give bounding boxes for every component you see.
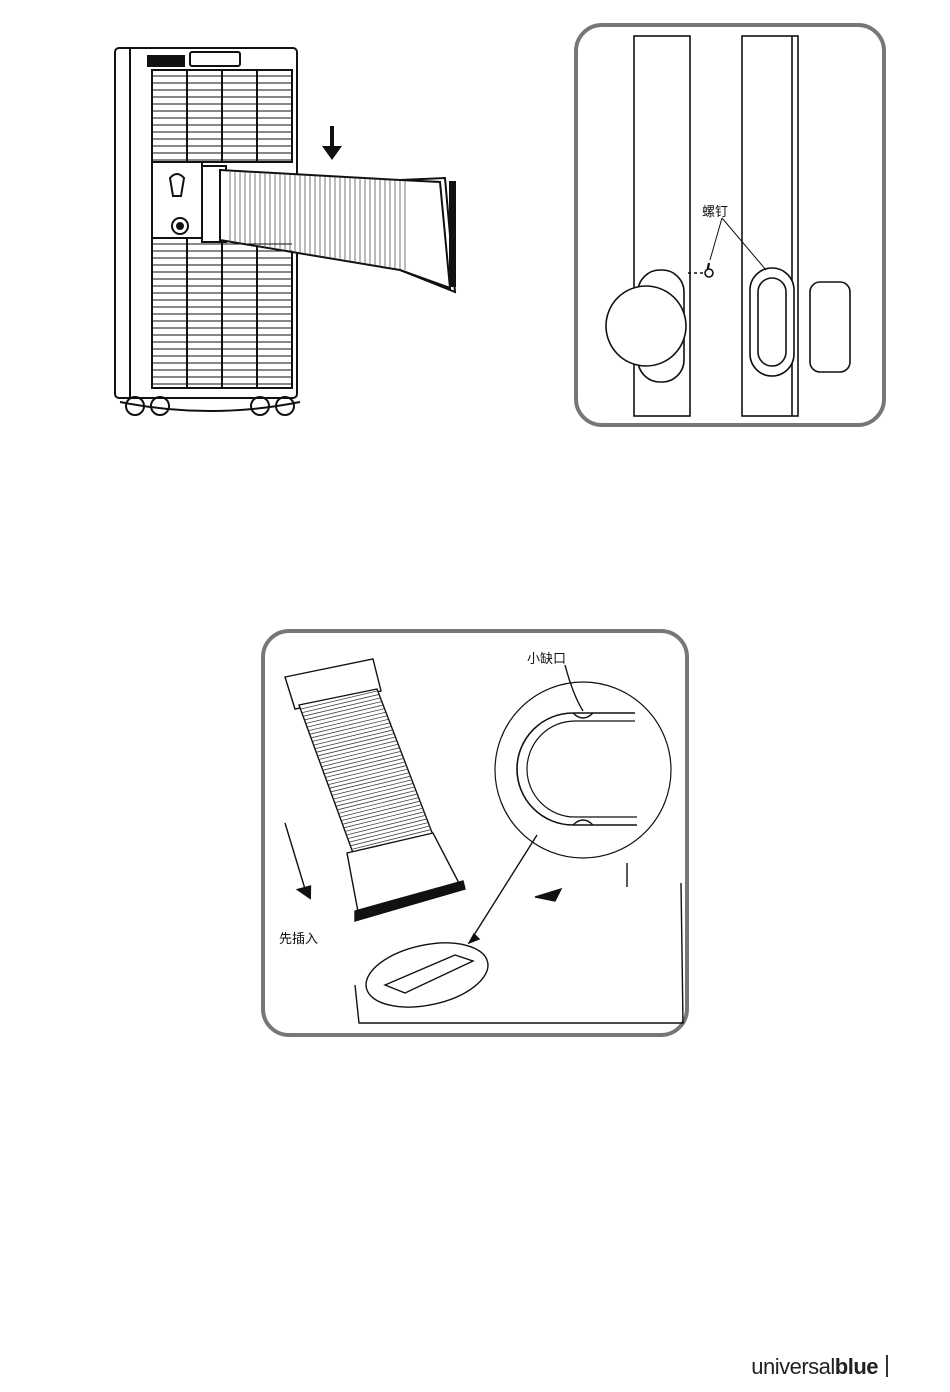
screw-icon (705, 263, 713, 277)
hose-adapter (285, 659, 465, 921)
brand-divider (886, 1355, 888, 1377)
figure-adapter-insertion: 小缺口 先插入 (255, 625, 695, 1040)
figure-window-panels: 螺钉 (570, 20, 890, 430)
lower-grille (152, 238, 292, 388)
figure-unit-with-hose (100, 30, 500, 430)
insert-first-label: 先插入 (279, 932, 318, 947)
brand-text-light: universal (751, 1354, 835, 1379)
brand-logo: universalblue (751, 1354, 888, 1380)
adapter-left (606, 286, 686, 366)
insert-direction-arrow-icon (285, 823, 315, 903)
down-arrow-icon (322, 126, 342, 160)
brand-text-bold: blue (835, 1354, 878, 1379)
notch-label: 小缺口 (527, 652, 566, 667)
screw-label: 螺钉 (702, 205, 728, 220)
zoom-detail-circle (495, 682, 671, 858)
upper-grille (152, 70, 292, 162)
window-slot (360, 933, 494, 1017)
